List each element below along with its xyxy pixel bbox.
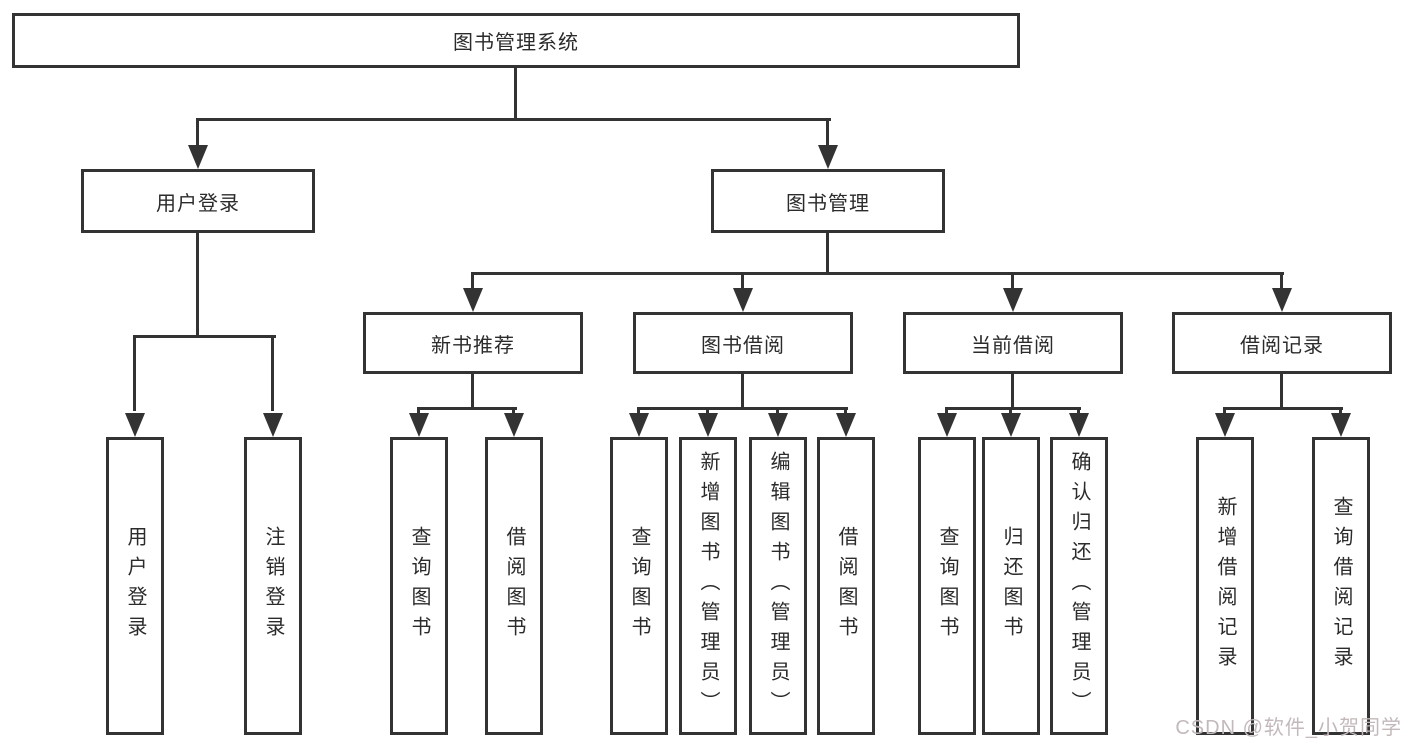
node-current-borrow: 当前借阅 [903, 312, 1123, 374]
node-bb-edit-books: 编辑图书（管理员） [749, 437, 807, 735]
connector-book-mgmt-stem [826, 121, 829, 147]
node-user-login-label: 用户登录 [156, 192, 240, 215]
connector-cb-rail [945, 407, 1081, 410]
connector-cb-query-stem [945, 409, 948, 415]
node-book-borrow-label: 图书借阅 [701, 334, 785, 357]
arrowhead-bb-query-icon [629, 413, 649, 437]
arrowhead-cb-return-icon [1001, 413, 1021, 437]
connector-current-borrow-stem [1011, 275, 1014, 289]
node-bb-query-books: 查询图书 [610, 437, 668, 735]
connector-bb-query-stem [637, 409, 640, 415]
connector-nb-borrow-stem [512, 409, 515, 415]
node-br-add-record-label: 新增借阅记录 [1214, 496, 1236, 676]
connector-bb-add-stem [706, 409, 709, 415]
node-cb-query-books: 查询图书 [918, 437, 976, 735]
node-root-label: 图书管理系统 [453, 32, 579, 54]
node-ul-logout-label: 注销登录 [262, 526, 284, 646]
arrowhead-book-borrow-icon [733, 288, 753, 312]
arrowhead-nb-query-icon [409, 413, 429, 437]
node-cb-confirm-return-label: 确认归还（管理员） [1068, 451, 1090, 721]
connector-nb-query-stem [417, 409, 420, 415]
arrowhead-current-borrow-icon [1003, 288, 1023, 312]
arrowhead-cb-confirm-icon [1069, 413, 1089, 437]
node-cb-query-books-label: 查询图书 [936, 526, 958, 646]
node-new-books: 新书推荐 [363, 312, 583, 374]
connector-bb-rail [637, 407, 848, 410]
node-bb-edit-books-label: 编辑图书（管理员） [767, 451, 789, 721]
node-user-login: 用户登录 [81, 169, 315, 233]
arrowhead-bb-edit-icon [768, 413, 788, 437]
connector-bb-stub [741, 374, 744, 409]
connector-cb-stub [1011, 374, 1014, 409]
arrowhead-br-add-icon [1215, 413, 1235, 437]
node-bb-query-books-label: 查询图书 [628, 526, 650, 646]
connector-new-books-stem [471, 275, 474, 289]
arrowhead-new-books-icon [463, 288, 483, 312]
connector-nb-stub [471, 374, 474, 409]
node-root: 图书管理系统 [12, 13, 1020, 68]
node-cb-return-books-label: 归还图书 [1000, 526, 1022, 646]
connector-br-rail [1223, 407, 1343, 410]
connector-bb-borrow-stem [844, 409, 847, 415]
node-br-query-record: 查询借阅记录 [1312, 437, 1370, 735]
node-current-borrow-label: 当前借阅 [971, 334, 1055, 357]
connector-book-borrow-stem [741, 275, 744, 289]
csdn-watermark: CSDN @软件_小贺同学 [1175, 717, 1402, 739]
arrowhead-br-query-icon [1331, 413, 1351, 437]
connector-ul-login-stem [133, 338, 136, 411]
node-br-query-record-label: 查询借阅记录 [1330, 496, 1352, 676]
arrowhead-book-mgmt-icon [818, 145, 838, 169]
node-book-mgmt: 图书管理 [711, 169, 945, 233]
node-nb-query-books-label: 查询图书 [408, 526, 430, 646]
connector-cb-return-stem [1009, 409, 1012, 415]
connector-nb-rail [417, 407, 517, 410]
node-nb-borrow-books-label: 借阅图书 [503, 526, 525, 646]
connector-br-stub [1280, 374, 1283, 409]
connector-user-login-stem [196, 121, 199, 147]
node-bb-add-books: 新增图书（管理员） [679, 437, 737, 735]
node-br-add-record: 新增借阅记录 [1196, 437, 1254, 735]
connector-ul-rail [133, 335, 276, 338]
arrowhead-cb-query-icon [937, 413, 957, 437]
node-cb-confirm-return: 确认归还（管理员） [1050, 437, 1108, 735]
arrowhead-ul-logout-icon [263, 413, 283, 437]
node-bb-add-books-label: 新增图书（管理员） [697, 451, 719, 721]
node-nb-borrow-books: 借阅图书 [485, 437, 543, 735]
connector-bm-rail [471, 272, 1284, 275]
node-ul-login-label: 用户登录 [124, 526, 146, 646]
arrowhead-borrow-records-icon [1272, 288, 1292, 312]
arrowhead-ul-login-icon [125, 413, 145, 437]
connector-br-add-stem [1223, 409, 1226, 415]
node-ul-logout: 注销登录 [244, 437, 302, 735]
arrowhead-user-login-icon [188, 145, 208, 169]
node-borrow-records-label: 借阅记录 [1240, 334, 1324, 357]
node-book-mgmt-label: 图书管理 [786, 192, 870, 215]
connector-bm-stub [826, 233, 829, 274]
node-bb-borrow-books: 借阅图书 [817, 437, 875, 735]
arrowhead-nb-borrow-icon [504, 413, 524, 437]
connector-ul-logout-stem [271, 338, 274, 411]
node-bb-borrow-books-label: 借阅图书 [835, 526, 857, 646]
connector-root-stub [514, 68, 517, 121]
connector-borrow-records-stem [1280, 275, 1283, 289]
arrowhead-bb-borrow-icon [836, 413, 856, 437]
node-borrow-records: 借阅记录 [1172, 312, 1392, 374]
node-ul-login: 用户登录 [106, 437, 164, 735]
connector-ul-stub [196, 233, 199, 337]
arrowhead-bb-add-icon [698, 413, 718, 437]
connector-cb-confirm-stem [1077, 409, 1080, 415]
node-nb-query-books: 查询图书 [390, 437, 448, 735]
node-new-books-label: 新书推荐 [431, 334, 515, 357]
connector-bb-edit-stem [776, 409, 779, 415]
node-cb-return-books: 归还图书 [982, 437, 1040, 735]
connector-br-query-stem [1339, 409, 1342, 415]
node-book-borrow: 图书借阅 [633, 312, 853, 374]
connector-root-rail [196, 118, 831, 121]
